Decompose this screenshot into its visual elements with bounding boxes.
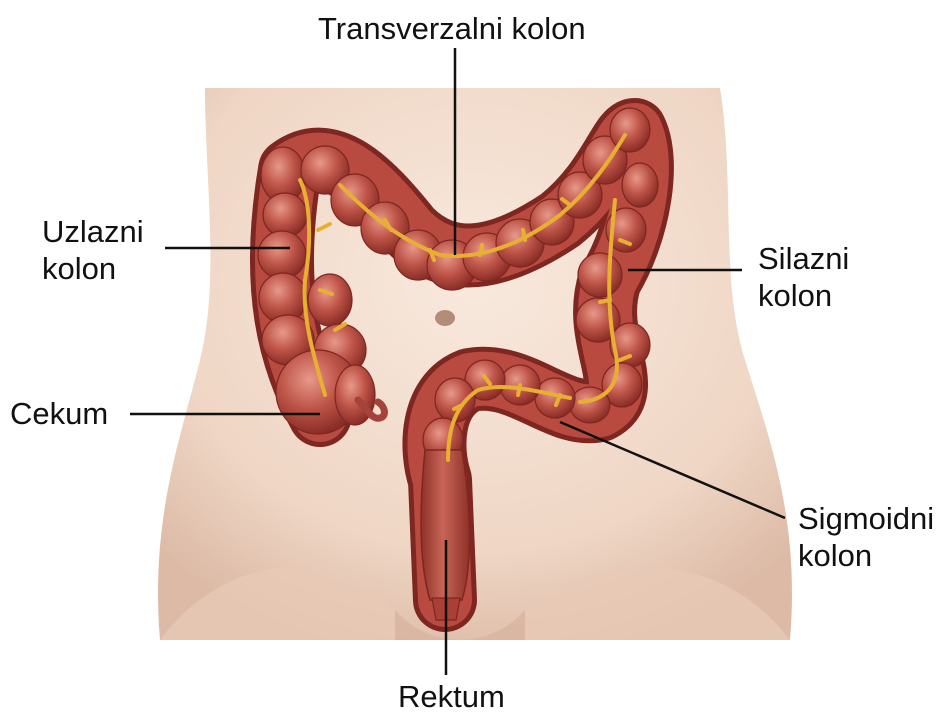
label-transverse-text: Transverzalni kolon: [318, 10, 586, 47]
label-rectum: Rektum: [398, 678, 505, 715]
label-sigmoid-colon: Sigmoidni kolon: [798, 500, 934, 574]
label-cecum: Cekum: [10, 395, 108, 432]
label-descending-line2: kolon: [758, 277, 849, 314]
label-ascending-colon: Uzlazni kolon: [42, 213, 144, 287]
label-descending-line1: Silazni: [758, 240, 849, 277]
label-cecum-text: Cekum: [10, 395, 108, 432]
label-ascending-line2: kolon: [42, 250, 144, 287]
label-descending-colon: Silazni kolon: [758, 240, 849, 314]
label-sigmoid-line2: kolon: [798, 537, 934, 574]
label-ascending-line1: Uzlazni: [42, 213, 144, 250]
label-transverse-colon: Transverzalni kolon: [318, 10, 586, 47]
label-rectum-text: Rektum: [398, 678, 505, 715]
label-sigmoid-line1: Sigmoidni: [798, 500, 934, 537]
navel: [435, 310, 455, 326]
